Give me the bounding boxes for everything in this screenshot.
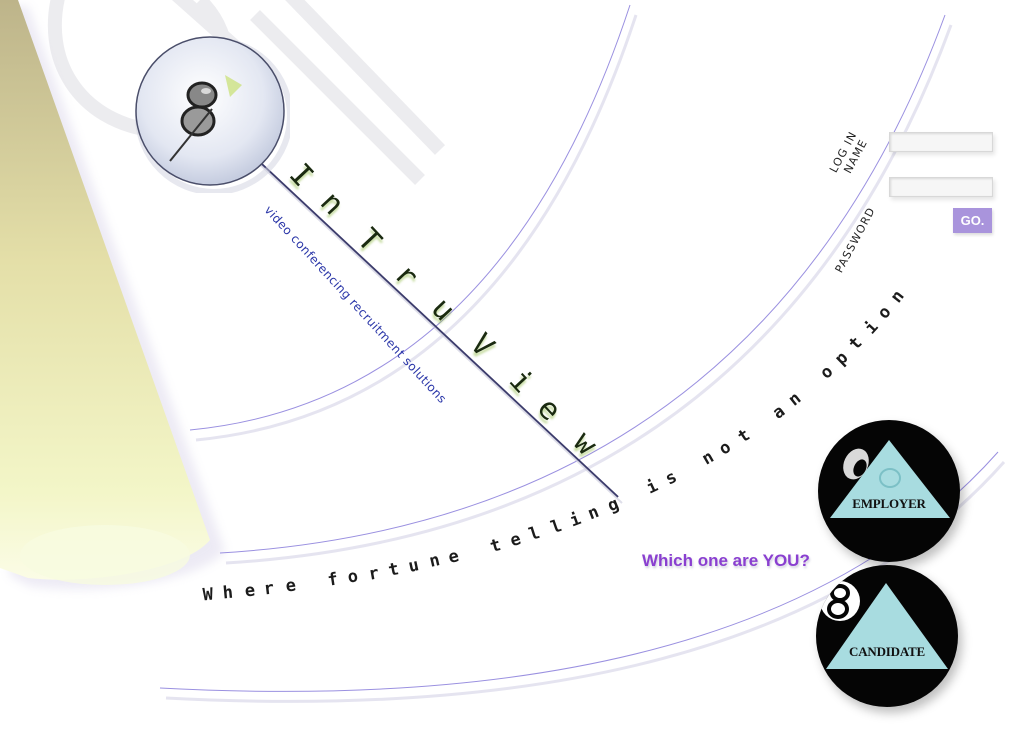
slogan-char: W [201, 584, 214, 606]
password-input[interactable] [889, 177, 993, 197]
employer-label: EMPLOYER [852, 496, 926, 511]
slogan-char: r [262, 578, 276, 600]
candidate-label: CANDIDATE [849, 644, 925, 659]
eight-ball-icon [820, 581, 948, 669]
login-name-input[interactable] [889, 132, 993, 152]
eight-ball-icon [830, 440, 950, 518]
logo-disc-icon [135, 36, 290, 193]
slogan-char: e [243, 580, 256, 602]
choice-question: Which one are YOU? [642, 551, 810, 570]
slogan-char: h [221, 582, 234, 604]
slogan-char: e [284, 575, 297, 597]
candidate-button[interactable]: CANDIDATE [816, 565, 958, 707]
employer-button[interactable]: EMPLOYER [818, 420, 960, 562]
go-button[interactable]: GO. [953, 208, 992, 233]
